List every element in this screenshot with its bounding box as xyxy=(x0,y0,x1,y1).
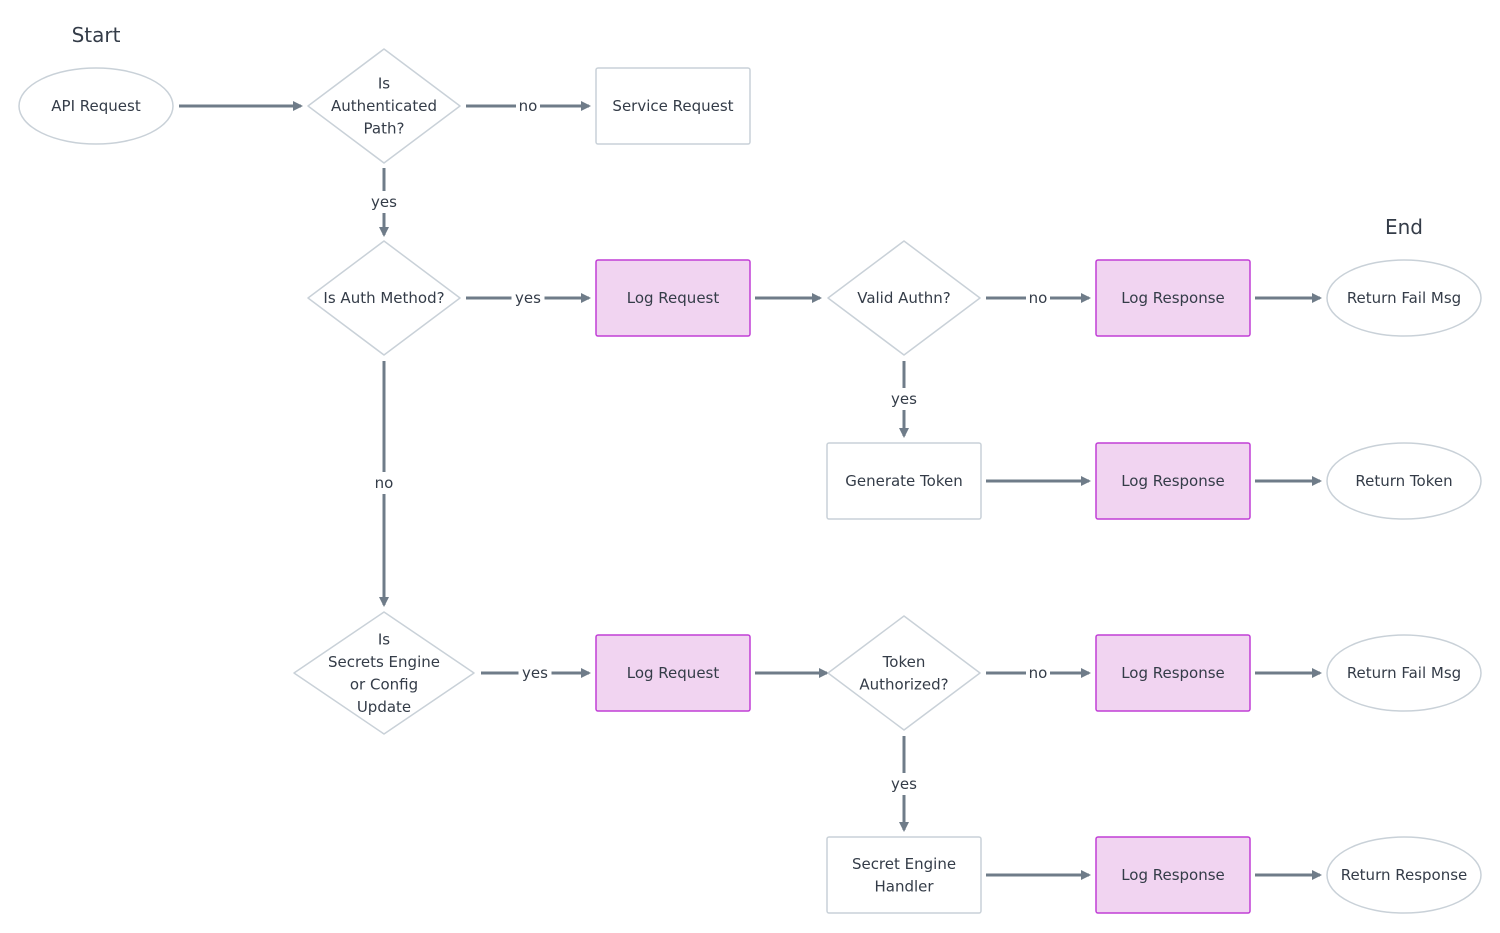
node-label: Log Response xyxy=(1121,866,1225,884)
node-label: Log Request xyxy=(627,289,720,307)
node-label: Authorized? xyxy=(859,675,948,693)
node-shape xyxy=(1326,836,1482,914)
edge-label-valid-authn-no: no xyxy=(1029,289,1048,307)
node-shape xyxy=(1326,259,1482,337)
start-heading: Start xyxy=(72,23,121,47)
node-shape xyxy=(1095,836,1251,914)
node-label: Log Request xyxy=(627,664,720,682)
edge-label-bg xyxy=(887,773,921,795)
node-label: Return Token xyxy=(1355,472,1452,490)
node-shape xyxy=(18,67,174,145)
edge-label-valid-authn-yes: yes xyxy=(891,390,917,408)
node-label: Return Fail Msg xyxy=(1347,289,1461,307)
node-label: Generate Token xyxy=(845,472,963,490)
node-api-request: API Request xyxy=(18,67,174,145)
node-label: Is Auth Method? xyxy=(323,289,444,307)
edge-label-bg xyxy=(1026,662,1050,684)
node-label: Authenticated xyxy=(331,97,437,115)
node-shape xyxy=(595,259,751,337)
edge-label-auth-method-yes: yes xyxy=(515,289,541,307)
edge-label-bg xyxy=(511,287,545,309)
node-shape xyxy=(826,836,982,914)
node-shape xyxy=(595,67,751,145)
node-label: Log Response xyxy=(1121,472,1225,490)
node-label: Update xyxy=(357,698,411,716)
node-shape xyxy=(595,634,751,712)
node-log-response-3: Log Response xyxy=(1095,634,1251,712)
node-label: Is xyxy=(378,75,390,93)
edge-label-secrets-yes: yes xyxy=(522,664,548,682)
node-generate-token: Generate Token xyxy=(826,442,982,520)
node-label: Is xyxy=(378,630,390,648)
node-label: Secrets Engine xyxy=(328,653,440,671)
node-shape xyxy=(827,615,981,731)
node-service-request: Service Request xyxy=(595,67,751,145)
node-shape xyxy=(827,240,981,356)
node-is-auth-method: Is Auth Method? xyxy=(307,240,461,356)
node-label: Token xyxy=(882,653,926,671)
end-heading: End xyxy=(1385,215,1423,239)
node-shape xyxy=(1095,259,1251,337)
node-label: Log Response xyxy=(1121,664,1225,682)
edge-label-bg xyxy=(367,191,401,213)
edge-label-bg xyxy=(1026,287,1050,309)
node-label: Service Request xyxy=(612,97,733,115)
edge-label-auth-method-no: no xyxy=(375,474,394,492)
node-log-request-2: Log Request xyxy=(595,634,751,712)
node-label: Return Fail Msg xyxy=(1347,664,1461,682)
node-label: Handler xyxy=(874,877,934,895)
node-shape xyxy=(826,442,982,520)
edge-label-auth-path-no: no xyxy=(519,97,538,115)
node-valid-authn: Valid Authn? xyxy=(827,240,981,356)
node-log-request-1: Log Request xyxy=(595,259,751,337)
edge-label-bg xyxy=(516,95,540,117)
edge-label-token-auth-no: no xyxy=(1029,664,1048,682)
node-label: or Config xyxy=(350,675,418,693)
node-log-response-1: Log Response xyxy=(1095,259,1251,337)
edge-label-bg xyxy=(518,662,552,684)
edge-label-bg xyxy=(372,472,396,494)
node-label: Log Response xyxy=(1121,289,1225,307)
edge-label-bg xyxy=(887,388,921,410)
node-shape xyxy=(1095,634,1251,712)
node-return-fail-msg-2: Return Fail Msg xyxy=(1326,634,1482,712)
node-shape xyxy=(307,48,461,164)
node-label: Secret Engine xyxy=(852,855,956,873)
node-return-fail-msg-1: Return Fail Msg xyxy=(1326,259,1482,337)
node-shape xyxy=(293,611,475,735)
node-shape xyxy=(1326,634,1482,712)
node-log-response-4: Log Response xyxy=(1095,836,1251,914)
node-shape xyxy=(307,240,461,356)
node-label: Return Response xyxy=(1341,866,1468,884)
edge-label-auth-path-yes: yes xyxy=(371,193,397,211)
node-label: Path? xyxy=(364,120,405,138)
node-log-response-2: Log Response xyxy=(1095,442,1251,520)
node-label: Valid Authn? xyxy=(857,289,951,307)
node-shape xyxy=(1095,442,1251,520)
node-label: API Request xyxy=(51,97,141,115)
node-shape xyxy=(1326,442,1482,520)
node-return-token: Return Token xyxy=(1326,442,1482,520)
node-return-response: Return Response xyxy=(1326,836,1482,914)
edge-label-token-auth-yes: yes xyxy=(891,775,917,793)
